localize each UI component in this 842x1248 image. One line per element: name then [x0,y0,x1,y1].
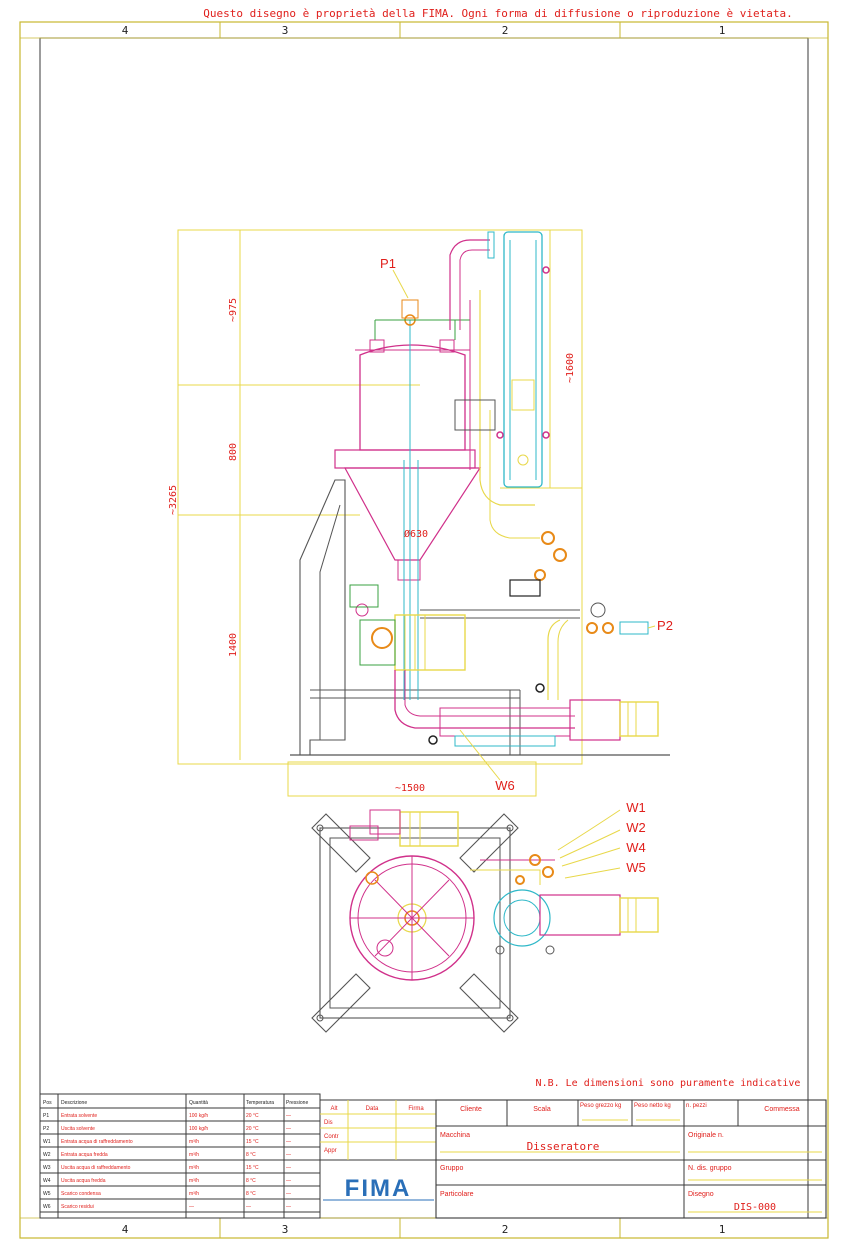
table-row-temp: 8 °C [246,1178,256,1184]
table-row-press: — [286,1139,291,1145]
callout-p2: P2 [657,618,673,633]
table-row-desc: Uscita acqua di raffreddamento [61,1165,131,1171]
col-label-3-bottom: 3 [282,1223,289,1236]
table-row-desc: Uscita acqua fredda [61,1178,106,1184]
tb-macchina-label: Macchina [440,1132,470,1139]
table-row-desc: Scarico condensa [61,1191,101,1197]
table-row-press: — [286,1126,291,1132]
plan-view: W1 W2 W4 W5 [311,800,659,1033]
table-header-pos: Pos [43,1100,52,1106]
table-row-pos: W1 [43,1139,51,1145]
table-row-temp: 20 °C [246,1126,259,1132]
table-row-temp: 20 °C [246,1113,259,1119]
table-row-qty: m³/h [189,1165,199,1171]
table-row-press: — [286,1113,291,1119]
table-row-pos: P2 [43,1126,49,1132]
callout-w6: W6 [495,778,515,793]
dim-width: ~1500 [395,783,425,794]
table-row-qty: m³/h [189,1152,199,1158]
table-row-press: — [286,1165,291,1171]
header-notice: Questo disegno è proprietà della FIMA. O… [203,7,792,20]
table-row-press: — [286,1152,291,1158]
dim-column-height: ~1600 [565,353,576,383]
table-header-qty: Quantità [189,1100,208,1106]
tb-scala-label: Scala [533,1106,551,1113]
table-row-temp: — [246,1204,251,1210]
col-label-4-bottom: 4 [122,1223,129,1236]
table-row-pos: W4 [43,1178,51,1184]
tb-disegno-value: DIS-000 [734,1202,776,1213]
table-row-pos: W2 [43,1152,51,1158]
col-label-3-top: 3 [282,24,289,37]
dim-lower-height: 1400 [228,633,239,657]
callout-w4: W4 [626,840,646,855]
tb-peso-netto-label: Peso netto kg [634,1103,671,1109]
inner-frame [39,37,809,1219]
table-row-desc: Entrata acqua fredda [61,1152,108,1158]
tb-originale-label: Originale n. [688,1132,724,1139]
callout-w1: W1 [626,800,646,815]
table-row-temp: 8 °C [246,1191,256,1197]
table-row-pos: W5 [43,1191,51,1197]
table-row-desc: Entrata solvente [61,1113,97,1119]
title-block: Cliente Scala Peso grezzo kg Peso netto … [435,1099,827,1219]
col-label-2-top: 2 [502,24,509,37]
tb-commessa-label: Commessa [764,1106,800,1113]
table-row-pos: W6 [43,1204,51,1210]
col-label-1-bottom: 1 [719,1223,726,1236]
table-row-qty: m³/h [189,1191,199,1197]
table-row-qty: m³/h [189,1178,199,1184]
dim-upper-height: ~975 [228,298,239,322]
table-row-pos: P1 [43,1113,49,1119]
table-row-desc: Uscita solvente [61,1126,95,1132]
rev-row-appr: Appr [324,1148,337,1154]
table-row-press: — [286,1191,291,1197]
tb-peso-grezzo-label: Peso grezzo kg [580,1103,621,1109]
col-label-4-top: 4 [122,24,129,37]
rev-header-alt: Alt [330,1106,337,1112]
table-row-qty: 100 kg/h [189,1126,208,1132]
tb-n-dis-gruppo-label: N. dis. gruppo [688,1165,732,1172]
tb-cliente-label: Cliente [460,1106,482,1113]
table-row-desc: Scarico residui [61,1204,94,1210]
callout-w2: W2 [626,820,646,835]
table-row-temp: 15 °C [246,1139,259,1145]
dimensions-note: N.B. Le dimensioni sono puramente indica… [536,1078,801,1089]
rev-row-contr: Contr [324,1134,339,1140]
table-row-temp: 8 °C [246,1152,256,1158]
table-row-qty: m³/h [189,1139,199,1145]
table-row-qty: 100 kg/h [189,1113,208,1119]
table-row-desc: Entrata acqua di raffreddamento [61,1139,133,1145]
table-row-press: — [286,1178,291,1184]
table-row-temp: 15 °C [246,1165,259,1171]
dim-overall-height: ~3265 [168,485,179,515]
rev-header-data: Data [366,1106,379,1112]
rev-header-firma: Firma [408,1106,424,1112]
table-row-press: — [286,1204,291,1210]
tb-n-pezzi-label: n. pezzi [686,1103,707,1109]
tb-disegno-label: Disegno [688,1191,714,1198]
callout-w5: W5 [626,860,646,875]
tb-particolare-label: Particolare [440,1191,474,1198]
fima-logo: FIMA [323,1175,434,1202]
table-header-desc: Descrizione [61,1100,87,1106]
table-header-temp: Temperatura [246,1100,274,1106]
connections-table: Pos Descrizione Quantità Temperatura Pre… [39,1093,321,1219]
logo-text: FIMA [345,1175,412,1202]
dim-middle-height: 800 [228,443,239,461]
tb-macchina-value: Disseratore [527,1140,600,1153]
table-row-qty: — [189,1204,194,1210]
callout-p1: P1 [380,256,396,271]
table-header-press: Pressione [286,1100,308,1106]
table-row-pos: W3 [43,1165,51,1171]
tb-gruppo-label: Gruppo [440,1165,463,1172]
outer-border [19,21,829,1239]
col-label-1-top: 1 [719,24,726,37]
dim-diameter: Ø630 [404,528,428,540]
col-label-2-bottom: 2 [502,1223,509,1236]
revision-block: Alt Data Firma Dis Contr Appr [319,1099,437,1161]
rev-row-dis: Dis [324,1120,333,1126]
front-elevation-view: ~3265 ~975 800 1400 ~1600 Ø630 ~1500 P1 … [168,229,673,797]
